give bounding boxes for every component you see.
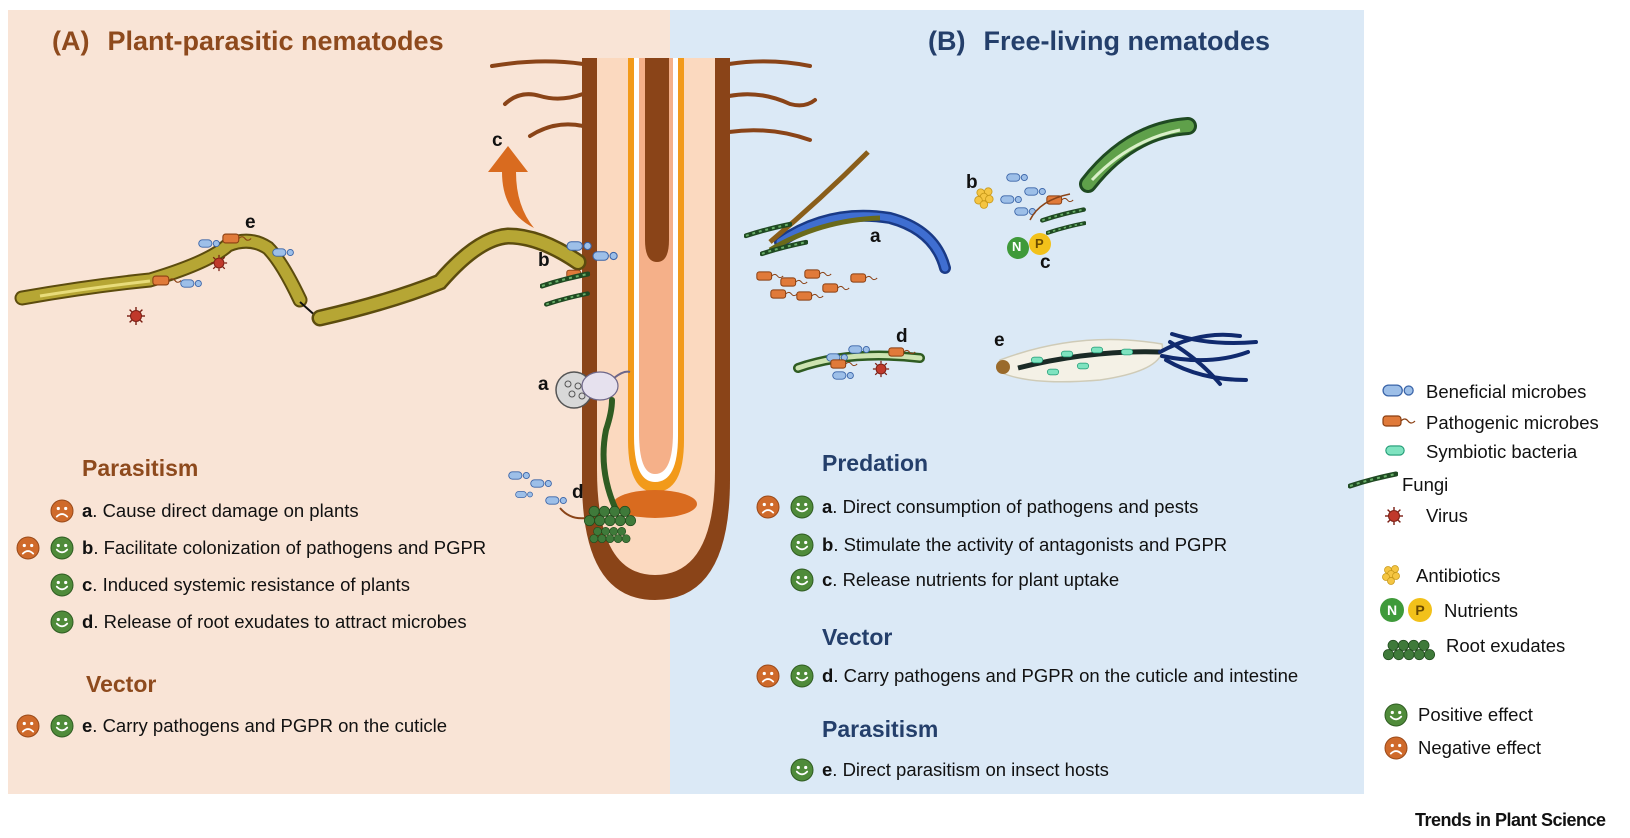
legend-beneficial: Beneficial microbes xyxy=(1426,381,1587,402)
figlabel-b-e: e xyxy=(994,330,1005,351)
positive-effect-icon xyxy=(50,610,74,634)
figlabel-b-b: b xyxy=(966,172,978,193)
item-b-e: e. Direct parasitism on insect hosts xyxy=(822,759,1109,780)
section-a-parasitism: Parasitism xyxy=(82,455,199,481)
item-b-a: a. Direct consumption of pathogens and p… xyxy=(822,496,1199,517)
figlabel-a-a: a xyxy=(538,374,549,395)
panel-a-label: (A) xyxy=(52,26,90,56)
positive-effect-icon xyxy=(790,758,814,782)
panel-b-label: (B) xyxy=(928,26,966,56)
legend-antibiotics: Antibiotics xyxy=(1416,565,1501,586)
positive-effect-icon xyxy=(50,536,74,560)
positive-effect-icon xyxy=(790,495,814,519)
journal-footer: Trends in Plant Science xyxy=(1415,810,1606,830)
panel-b-title: (B) Free-living nematodes xyxy=(928,26,1270,57)
section-b-parasitism: Parasitism xyxy=(822,716,939,742)
root-hairs xyxy=(490,59,817,142)
panel-b-title-text: Free-living nematodes xyxy=(983,26,1271,56)
vector-cluster-d xyxy=(793,345,925,380)
predation-cluster-b xyxy=(974,117,1197,235)
figlabel-a-d: d xyxy=(572,482,584,503)
legend-pathogenic: Pathogenic microbes xyxy=(1426,412,1599,433)
legend-root-exudates: Root exudates xyxy=(1446,635,1566,656)
negative-effect-icon xyxy=(756,495,780,519)
item-a-e: e. Carry pathogens and PGPR on the cutic… xyxy=(82,715,448,736)
legend-virus: Virus xyxy=(1426,505,1468,526)
legend-fungi: Fungi xyxy=(1402,474,1449,495)
item-a-c: c. Induced systemic resistance of plants xyxy=(82,574,411,595)
root-gall xyxy=(555,370,631,409)
figlabel-b-d: d xyxy=(896,326,908,347)
positive-effect-icon xyxy=(50,573,74,597)
figlabel-b-a: a xyxy=(870,226,881,247)
positive-effect-icon xyxy=(790,664,814,688)
figlabel-a-c: c xyxy=(492,130,503,151)
panel-a-title: (A) Plant-parasitic nematodes xyxy=(52,26,444,57)
positive-effect-icon xyxy=(50,714,74,738)
item-b-b: b. Stimulate the activity of antagonists… xyxy=(822,534,1228,555)
legend-positive-icon xyxy=(1384,703,1408,727)
legend-negative-icon xyxy=(1384,736,1408,760)
isr-arrow xyxy=(488,146,534,228)
figlabel-b-c: c xyxy=(1040,252,1051,273)
item-b-d: d. Carry pathogens and PGPR on the cutic… xyxy=(822,665,1299,686)
legend-symbiotic: Symbiotic bacteria xyxy=(1426,441,1578,462)
nematode-vector-a xyxy=(14,233,319,326)
nematode-parasite-a xyxy=(311,227,618,327)
section-b-vector: Vector xyxy=(822,624,893,650)
root-nematode-a xyxy=(600,397,619,513)
insect-parasitism-e xyxy=(996,332,1258,386)
negative-effect-icon xyxy=(756,664,780,688)
panel-a-title-text: Plant-parasitic nematodes xyxy=(107,26,444,56)
legend-negative: Negative effect xyxy=(1418,737,1542,758)
predation-cluster-a xyxy=(746,150,951,301)
legend-nutrient-n-icon: N xyxy=(1380,598,1404,622)
legend-nutrients: Nutrients xyxy=(1444,600,1519,621)
negative-effect-icon xyxy=(16,536,40,560)
nutrient-link xyxy=(1029,193,1071,221)
section-a-vector: Vector xyxy=(86,671,157,697)
negative-effect-icon xyxy=(50,499,74,523)
panel-free-living xyxy=(670,10,1364,794)
figlabel-a-e: e xyxy=(245,212,256,233)
item-a-d: d. Release of root exudates to attract m… xyxy=(82,611,467,632)
root-illustration xyxy=(582,58,730,600)
item-a-b: b. Facilitate colonization of pathogens … xyxy=(82,537,487,558)
nutrient-p-letter: P xyxy=(1035,236,1044,251)
negative-effect-icon xyxy=(16,714,40,738)
item-a-a: a. Cause direct damage on plants xyxy=(82,500,359,521)
legend-nutrient-p-icon: P xyxy=(1408,598,1432,622)
positive-effect-icon xyxy=(790,568,814,592)
legend-positive: Positive effect xyxy=(1418,704,1533,725)
positive-effect-icon xyxy=(790,533,814,557)
section-b-predation: Predation xyxy=(822,450,929,476)
root-exudates-d xyxy=(508,471,637,543)
nutrient-n-letter: N xyxy=(1012,239,1022,254)
figlabel-a-b: b xyxy=(538,250,550,271)
nutrient-p-marker xyxy=(1029,233,1051,255)
item-b-c: c. Release nutrients for plant uptake xyxy=(822,569,1120,590)
nutrient-n-marker xyxy=(1007,237,1029,259)
